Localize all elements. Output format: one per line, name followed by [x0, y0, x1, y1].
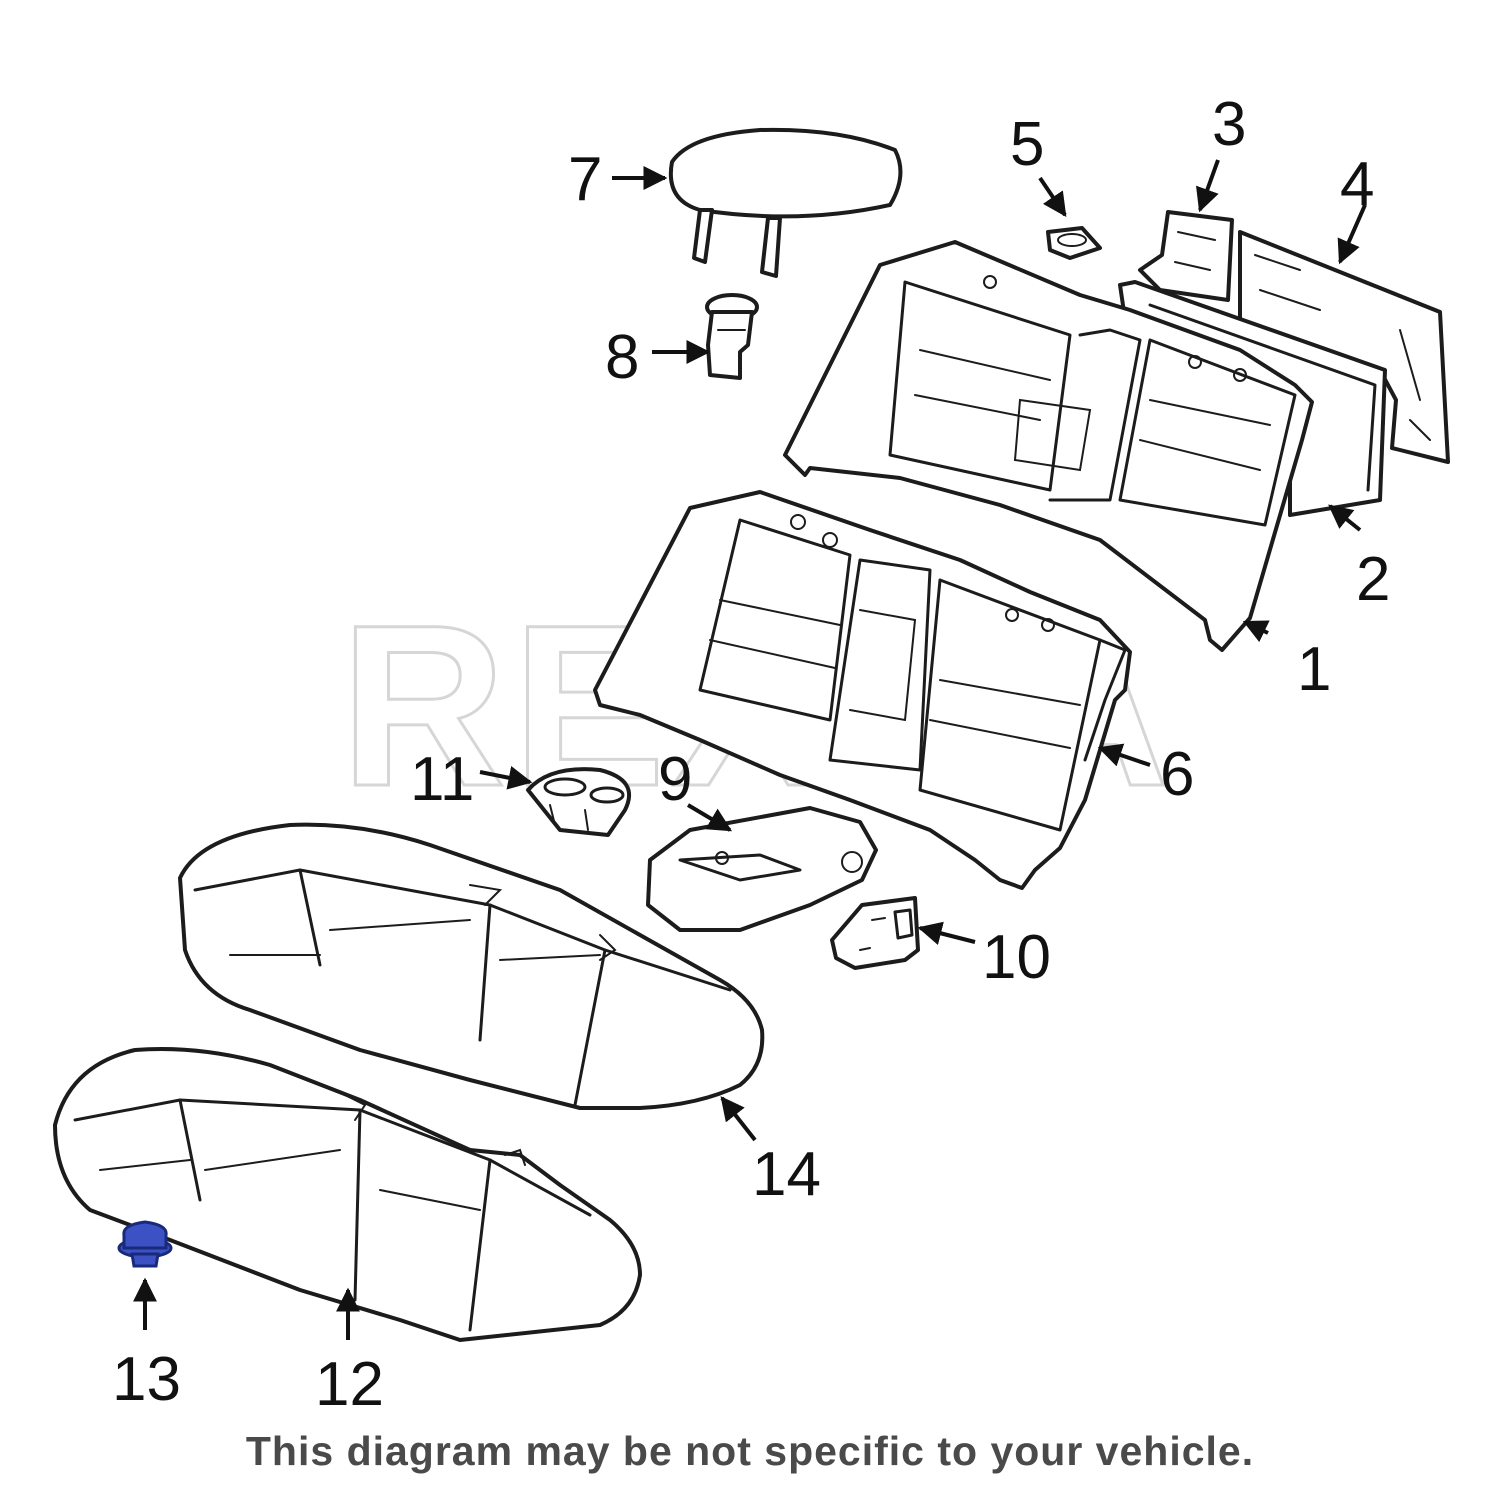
part-5-grommet[interactable] [1046, 226, 1102, 260]
part-14-seat-cushion[interactable] [178, 822, 765, 1110]
callout-labels: 1 2 3 4 5 6 7 8 9 10 11 12 13 14 [112, 90, 1390, 1419]
callout-10: 10 [982, 923, 1051, 992]
arrow-5 [1038, 176, 1067, 217]
part-6-seat-back-cover[interactable] [593, 490, 1132, 890]
part-1-seat-back[interactable] [783, 240, 1314, 652]
disclaimer-text: This diagram may be not specific to your… [245, 1428, 1255, 1474]
callout-4: 4 [1340, 150, 1374, 219]
arrow-11 [479, 765, 533, 790]
callout-7: 7 [568, 145, 602, 214]
arrow-6 [1097, 743, 1151, 767]
leader-arrows [133, 159, 1367, 1340]
arrow-2 [1328, 504, 1362, 532]
part-7-headrest[interactable] [668, 127, 903, 278]
part-8-headrest-guide[interactable] [705, 293, 759, 380]
part-11-cup-holder[interactable] [526, 767, 631, 837]
callout-6: 6 [1160, 740, 1194, 809]
callout-11: 11 [410, 745, 474, 814]
part-12-seat-cushion-cover[interactable] [53, 1047, 642, 1342]
arrow-4 [1337, 204, 1367, 265]
arrow-10 [917, 921, 976, 945]
callout-2: 2 [1356, 545, 1390, 614]
arrow-14 [720, 1096, 757, 1142]
part-13-clip-highlighted[interactable] [117, 1220, 173, 1268]
part-9-armrest[interactable] [646, 806, 878, 932]
arrow-3 [1196, 159, 1220, 213]
callout-3: 3 [1212, 90, 1246, 159]
callout-1: 1 [1297, 635, 1331, 704]
arrow-9 [686, 803, 733, 832]
callout-9: 9 [658, 745, 692, 814]
callout-13: 13 [112, 1345, 181, 1414]
callout-12: 12 [315, 1350, 384, 1419]
callout-5: 5 [1010, 110, 1044, 179]
callout-14: 14 [752, 1140, 821, 1209]
callout-8: 8 [605, 323, 639, 392]
part-10-bracket-plate[interactable] [830, 896, 920, 970]
arrow-1 [1242, 620, 1270, 643]
